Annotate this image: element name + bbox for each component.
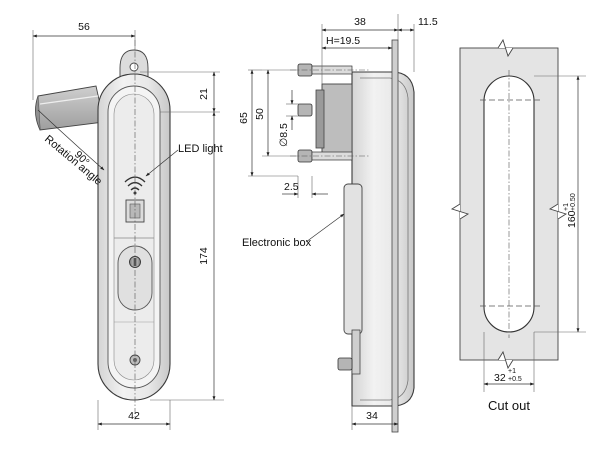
- dim-34: 34: [366, 410, 378, 422]
- rotation-angle-label: Rotation angle: [42, 133, 104, 188]
- side-view: 38 11.5 H=19.5 50 65 ∅8.5 2.5 34 Electro…: [238, 14, 438, 433]
- cutout-view: 160 +1 +0.50 32 +1 +0.5 Cut out: [450, 38, 586, 413]
- mounting-lug: [119, 49, 149, 83]
- stud-middle: [297, 103, 313, 117]
- led-light-label: LED light: [178, 143, 223, 155]
- dim-cutout-width-tol-upper: +1: [508, 368, 516, 375]
- dim-cutout-width-tol-lower: +0.5: [508, 376, 522, 383]
- dim-cutout-width: 32: [494, 372, 506, 384]
- dim-flange: 11.5: [418, 16, 438, 28]
- electronic-box: [343, 183, 363, 335]
- front-view: 56 21 174 42 90° Rotation angle LED ligh…: [32, 21, 224, 430]
- dim-width-bottom: 42: [128, 410, 140, 422]
- dim-2-5: 2.5: [284, 181, 299, 193]
- led-reader: [124, 176, 146, 223]
- stud-bottom: [337, 357, 353, 371]
- rotated-handle: [35, 85, 105, 131]
- dim-diameter: ∅8.5: [278, 123, 290, 147]
- dim-cutout-length: 160: [566, 210, 578, 228]
- dim-depth: 38: [354, 16, 366, 28]
- dim-65: 65: [238, 112, 250, 124]
- electronic-box-label: Electronic box: [242, 237, 312, 249]
- dim-height: 174: [198, 247, 210, 265]
- dim-width-top: 56: [78, 21, 90, 33]
- dim-50: 50: [254, 108, 266, 120]
- dim-cutout-length-tol-upper: +1: [563, 203, 570, 211]
- dim-cutout-length-tol-lower: +0.50: [570, 193, 577, 211]
- side-flange: [391, 39, 399, 433]
- cutout-label: Cut out: [488, 398, 530, 413]
- dim-offset: 21: [198, 88, 210, 100]
- dim-h: H=19.5: [326, 35, 360, 47]
